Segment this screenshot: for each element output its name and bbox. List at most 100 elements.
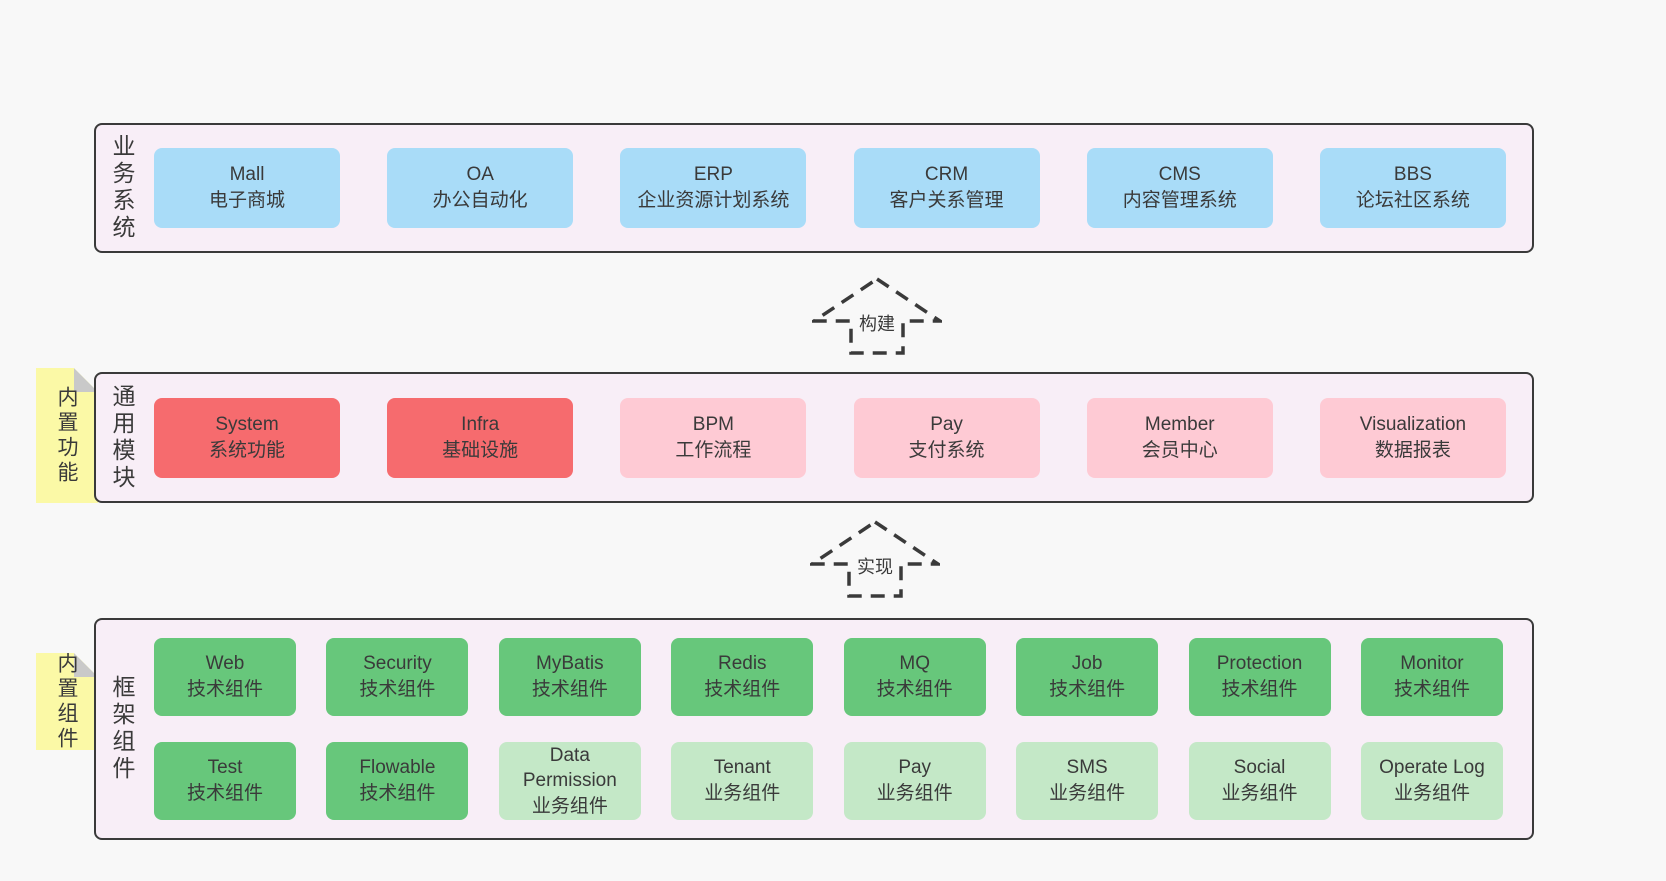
box-subtitle: 业务组件: [876, 783, 953, 804]
box-tenant: Tenant 业务组件: [671, 742, 814, 820]
box-title: MyBatis: [536, 653, 604, 675]
box-subtitle: 论坛社区系统: [1355, 190, 1470, 211]
implement-arrow-label: 实现: [810, 553, 940, 579]
box-title: CRM: [924, 164, 969, 186]
box-title: Test: [207, 757, 243, 779]
box-title: Security: [363, 653, 432, 675]
box-subtitle: 客户关系管理: [889, 190, 1004, 211]
box-subtitle: 技术组件: [531, 679, 608, 700]
box-title: Mall: [229, 164, 265, 186]
box-title: Data Permission: [522, 744, 617, 792]
box-subtitle: 会员中心: [1141, 439, 1218, 461]
framework-components-row-2: Test 技术组件 Flowable 技术组件 Data Permission …: [154, 742, 1503, 820]
box-subtitle: 企业资源计划系统: [637, 190, 790, 211]
box-test: Test 技术组件: [154, 742, 296, 820]
sticky-note-built-in-components: 内置组件: [36, 653, 98, 750]
box-title: Monitor: [1400, 653, 1464, 675]
box-title: Operate Log: [1379, 757, 1485, 779]
build-arrow: 构建: [812, 277, 942, 355]
box-subtitle: 办公自动化: [432, 190, 528, 211]
box-bpm: BPM 工作流程: [620, 397, 807, 478]
box-subtitle: 技术组件: [359, 783, 436, 804]
box-title: Visualization: [1359, 413, 1467, 435]
box-title: Protection: [1216, 653, 1303, 675]
box-redis: Redis 技术组件: [671, 638, 814, 716]
box-subtitle: 数据报表: [1374, 439, 1451, 461]
box-subtitle: 内容管理系统: [1122, 190, 1237, 211]
box-subtitle: 支付系统: [908, 439, 985, 461]
box-subtitle: 技术组件: [186, 679, 263, 700]
box-subtitle: 电子商城: [208, 190, 285, 211]
box-subtitle: 技术组件: [1049, 679, 1126, 700]
build-arrow-label: 构建: [812, 310, 942, 336]
box-oa: OA 办公自动化: [387, 148, 574, 228]
box-title: Member: [1144, 413, 1215, 435]
box-title: BPM: [692, 413, 734, 435]
box-subtitle: 业务组件: [1049, 783, 1126, 804]
common-modules-row: System 系统功能 Infra 基础设施 BPM 工作流程 Pay 支付系统…: [154, 397, 1506, 478]
box-title: Flowable: [359, 757, 436, 779]
box-subtitle: 技术组件: [704, 679, 781, 700]
box-operate-log: Operate Log 业务组件: [1360, 742, 1503, 820]
box-subtitle: 技术组件: [186, 783, 263, 804]
box-infra: Infra 基础设施: [387, 397, 574, 478]
box-title: Pay: [898, 757, 932, 779]
box-mall: Mall 电子商城: [154, 148, 340, 228]
box-subtitle: 业务组件: [1393, 783, 1470, 804]
box-social: Social 业务组件: [1188, 742, 1331, 820]
implement-arrow: 实现: [810, 520, 940, 598]
box-mybatis: MyBatis 技术组件: [498, 638, 641, 716]
box-flowable: Flowable 技术组件: [326, 742, 469, 820]
box-subtitle: 业务组件: [1221, 783, 1298, 804]
box-title: MQ: [899, 653, 930, 675]
built-in-components-label: 内置组件: [55, 651, 78, 752]
box-crm: CRM 客户关系管理: [853, 148, 1040, 228]
box-member: Member 会员中心: [1086, 397, 1273, 478]
box-title: SMS: [1066, 757, 1108, 779]
box-title: Social: [1233, 757, 1286, 779]
box-title: System: [215, 413, 279, 435]
business-systems-label: 业务系统: [109, 134, 135, 242]
box-subtitle: 技术组件: [1393, 679, 1470, 700]
box-title: CMS: [1158, 164, 1201, 186]
box-subtitle: 基础设施: [442, 439, 519, 461]
common-modules-label: 通用模块: [109, 383, 135, 492]
framework-components-label: 框架组件: [109, 675, 135, 783]
box-title: Redis: [717, 653, 767, 675]
dashed-up-arrow-icon: [812, 277, 942, 355]
box-title: ERP: [693, 164, 733, 186]
box-system: System 系统功能: [154, 397, 340, 478]
box-title: Job: [1071, 653, 1103, 675]
box-visualization: Visualization 数据报表: [1319, 397, 1506, 478]
framework-components-grid: Web 技术组件 Security 技术组件 MyBatis 技术组件 Redi…: [154, 638, 1503, 820]
box-job: Job 技术组件: [1016, 638, 1159, 716]
box-protection: Protection 技术组件: [1188, 638, 1331, 716]
framework-components-row-1: Web 技术组件 Security 技术组件 MyBatis 技术组件 Redi…: [154, 638, 1503, 716]
box-pay-business: Pay 业务组件: [843, 742, 986, 820]
box-title: Pay: [930, 413, 963, 435]
box-subtitle: 技术组件: [876, 679, 953, 700]
built-in-features-label: 内置功能: [55, 385, 78, 486]
box-security: Security 技术组件: [326, 638, 469, 716]
box-subtitle: 技术组件: [1221, 679, 1298, 700]
dashed-up-arrow-icon: [810, 520, 940, 598]
box-data-permission: Data Permission 业务组件: [498, 742, 641, 820]
box-web: Web 技术组件: [154, 638, 296, 716]
box-bbs: BBS 论坛社区系统: [1319, 148, 1506, 228]
box-pay: Pay 支付系统: [853, 397, 1040, 478]
box-monitor: Monitor 技术组件: [1360, 638, 1503, 716]
box-cms: CMS 内容管理系统: [1086, 148, 1273, 228]
box-subtitle: 系统功能: [208, 439, 285, 461]
section-business-systems: 业务系统 Mall 电子商城 OA 办公自动化 ERP 企业资源计划系统 CRM…: [94, 123, 1534, 253]
box-title: Web: [205, 653, 245, 675]
box-subtitle: 业务组件: [704, 783, 781, 804]
box-title: Infra: [461, 413, 500, 435]
box-subtitle: 技术组件: [359, 679, 436, 700]
box-title: BBS: [1393, 164, 1432, 186]
box-subtitle: 工作流程: [675, 439, 752, 461]
box-erp: ERP 企业资源计划系统: [620, 148, 807, 228]
box-title: OA: [466, 164, 494, 186]
box-title: Tenant: [713, 757, 771, 779]
sticky-note-built-in-features: 内置功能: [36, 368, 98, 503]
